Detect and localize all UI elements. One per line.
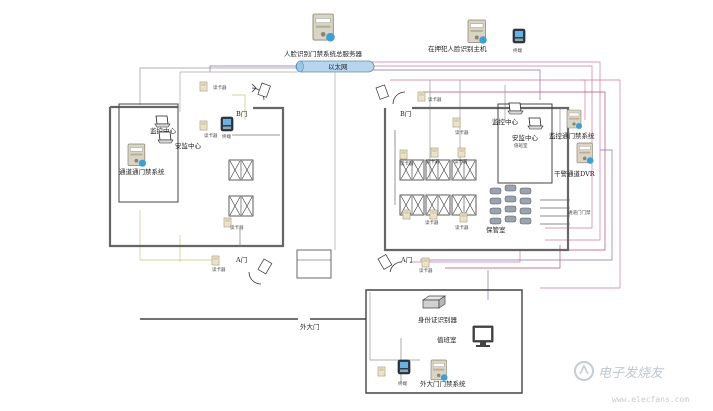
host-right-label: 在押犯人脸识别主机 <box>428 44 487 53</box>
watermark-url: www.elecfans.com <box>612 395 689 404</box>
host-pc-icon <box>467 19 488 45</box>
monitor-center-right-label: 监控中心 <box>492 117 519 126</box>
reader-label: 读卡器 <box>454 158 468 165</box>
door-b-right-icon <box>375 84 390 100</box>
reader-icon <box>421 257 430 268</box>
door-a-left-icon <box>257 258 273 275</box>
door-a-left-label: A门 <box>235 255 247 264</box>
duty-room-right-label: 值班室 <box>514 142 528 149</box>
dvr-label: 干警通道DVR <box>554 169 596 178</box>
reader-icon <box>402 209 411 220</box>
terminal-label-bottom: 终端 <box>398 380 407 387</box>
reader-label: 读卡器 <box>419 267 433 274</box>
guard-room-label: 保管室 <box>486 225 506 234</box>
reader-label: 读卡器 <box>400 160 414 167</box>
reader-icon <box>377 366 386 377</box>
dvr-system-label: 监控通门禁系统 <box>549 131 595 140</box>
center-small-box <box>296 249 332 279</box>
reader-label: 读卡器 <box>212 266 226 273</box>
gate-right-5 <box>425 194 451 216</box>
laptop-icon <box>154 115 171 128</box>
console-center-left-label: 安监中心 <box>175 141 202 150</box>
ethernet-bus <box>295 60 375 73</box>
reader-icon <box>399 149 408 160</box>
reader-icon <box>211 255 220 266</box>
terminal-label-top: 终端 <box>513 47 522 54</box>
door-b-right-label: B门 <box>400 109 411 118</box>
server-label: 人脸识别门禁系统总服务器 <box>284 49 363 58</box>
reader-label: 读卡器 <box>204 132 218 139</box>
door-a-right-label: A门 <box>400 255 412 264</box>
duty-monitor-icon <box>472 325 494 347</box>
id-reader-label: 身份证识别器 <box>418 315 458 324</box>
reader-label: 读卡器 <box>428 96 442 103</box>
monitor-laptop-right-icon <box>507 102 524 115</box>
passage-system-pc-icon <box>127 143 147 168</box>
reader-label: 读卡器 <box>455 129 469 136</box>
network-label: 以太网 <box>328 62 348 71</box>
terminal-icon <box>512 28 526 44</box>
door-b-right-swing <box>392 91 406 105</box>
door-a-right-icon <box>377 254 393 270</box>
reader-label: 读卡器 <box>230 224 244 231</box>
reader-icon <box>429 209 438 220</box>
reader-icon <box>199 120 208 131</box>
dvr-system-pc-icon <box>566 109 583 130</box>
passage-system-label: 通道通门禁系统 <box>119 167 165 176</box>
reader-label: 读卡器 <box>425 219 439 226</box>
gate-right-6 <box>451 194 477 216</box>
passage-gate-label: 通道门门禁 <box>568 209 591 216</box>
reader-icon <box>430 147 439 158</box>
reader-icon <box>199 81 208 92</box>
duty-room-bottom-label: 值班室 <box>437 335 457 344</box>
gate-left-lower <box>228 195 254 217</box>
terminal-icon <box>397 359 411 375</box>
reader-label: 读卡器 <box>426 158 440 165</box>
reader-icon <box>417 91 426 102</box>
watermark-logo-icon <box>574 361 594 381</box>
watermark-text: 电子发烧友 <box>598 366 665 381</box>
reader-icon <box>457 147 466 158</box>
id-reader-icon <box>421 295 447 309</box>
terminal-icon <box>220 116 234 132</box>
gate-left-upper <box>228 159 254 181</box>
dvr-pc-icon <box>576 142 595 165</box>
terminal-label-left: 终端 <box>222 133 231 140</box>
reader-label: 读卡器 <box>455 224 469 231</box>
outer-gate-system-label: 外大门门禁系统 <box>420 379 466 388</box>
wiring <box>139 61 621 361</box>
outer-gate-system-pc-icon <box>430 359 449 382</box>
reader-icon <box>452 117 461 128</box>
console-center-right-label: 安监中心 <box>512 133 539 142</box>
storage-locker-grid <box>489 184 532 225</box>
reader-label: 读卡器 <box>213 84 227 91</box>
door-b-left-icon <box>257 82 271 98</box>
laptop-icon <box>527 117 544 130</box>
outer-gate-label: 外大门 <box>300 322 320 331</box>
door-a-left-swing <box>248 271 262 285</box>
left-building <box>108 103 285 248</box>
main-server-icon <box>312 13 336 43</box>
door-b-left-label: B门 <box>236 109 247 118</box>
reader-icon <box>459 212 468 223</box>
monitor-center-left-label: 监控中心 <box>150 126 177 135</box>
door-a-right-swing <box>389 261 403 273</box>
